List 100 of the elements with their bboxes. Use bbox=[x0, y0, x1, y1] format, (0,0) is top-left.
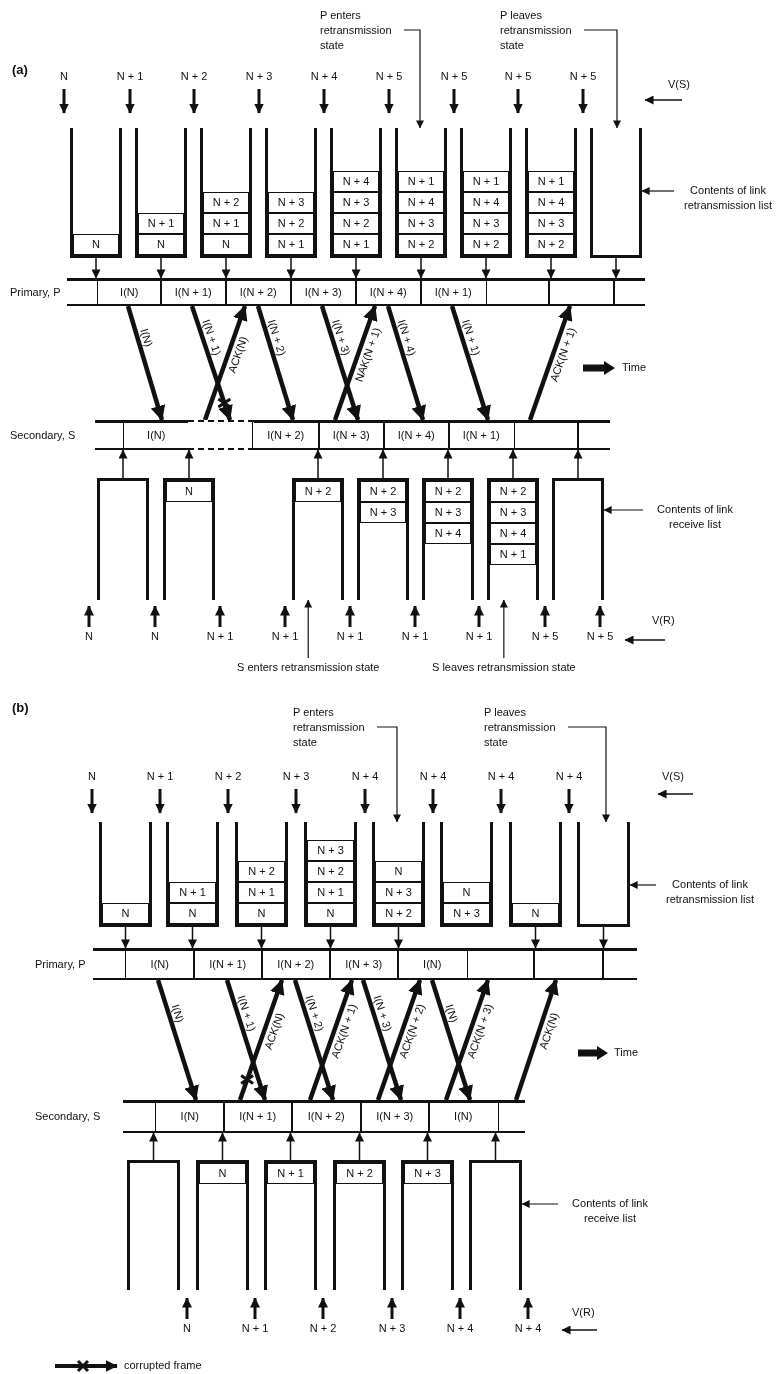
edge-label: I(N + 1) bbox=[200, 317, 224, 357]
edge-label: NAK(N + 1) bbox=[352, 325, 383, 384]
list-entry: N + 2 bbox=[203, 192, 249, 213]
arrow bbox=[527, 305, 573, 421]
list-container bbox=[552, 478, 604, 600]
arrow bbox=[156, 257, 166, 279]
list-entry: N bbox=[169, 903, 216, 924]
arrow bbox=[224, 979, 268, 1101]
list-container bbox=[97, 478, 149, 600]
list-entry: N bbox=[238, 903, 285, 924]
sequence-number: N bbox=[88, 770, 96, 782]
arrow bbox=[188, 926, 197, 949]
list-entry: N + 2 bbox=[336, 1163, 383, 1184]
list-entry: N + 1 bbox=[490, 544, 536, 565]
leader-arrow bbox=[376, 726, 401, 823]
list-entry: N + 1 bbox=[398, 171, 444, 192]
edge-label: ACK(N + 1) bbox=[328, 1002, 359, 1060]
list-container bbox=[304, 822, 357, 927]
list-entry: N + 2 bbox=[333, 213, 379, 234]
edge-label: I(N + 1) bbox=[460, 318, 483, 357]
arrow bbox=[360, 979, 404, 1101]
time-label: Time bbox=[614, 1046, 639, 1058]
list-entry: N + 2 bbox=[375, 903, 422, 924]
list-container bbox=[440, 822, 493, 927]
frame-cell: I(N + 1) bbox=[448, 420, 515, 450]
sequence-number: N + 1 bbox=[146, 770, 174, 782]
list-entry: N + 1 bbox=[333, 234, 379, 255]
list-container bbox=[357, 478, 409, 600]
panel-label: (a) bbox=[12, 62, 28, 77]
leader-arrow bbox=[583, 29, 621, 129]
sequence-number: N + 4 bbox=[487, 770, 515, 782]
list-entry: N + 1 bbox=[307, 882, 354, 903]
arrow bbox=[375, 979, 423, 1101]
sequence-number: N + 3 bbox=[282, 770, 310, 782]
frame-cell: I(N) bbox=[97, 278, 162, 306]
arrow bbox=[423, 1132, 432, 1161]
list-entry: N + 4 bbox=[528, 192, 574, 213]
sequence-number: N + 5 bbox=[504, 70, 532, 82]
timeline-label: Primary, P bbox=[35, 958, 86, 971]
edge-label: I(N + 4) bbox=[395, 318, 419, 357]
frame-cell: I(N) bbox=[397, 948, 468, 980]
arrow bbox=[307, 979, 355, 1101]
leader-arrow bbox=[499, 599, 508, 659]
sequence-number: N + 5 bbox=[586, 630, 614, 642]
frame-cell: I(N) bbox=[155, 1100, 225, 1133]
arrow bbox=[149, 1132, 158, 1161]
list-entry: N + 2 bbox=[490, 481, 536, 502]
edge-label: I(N + 2) bbox=[265, 318, 289, 357]
frame-cell: I(N + 3) bbox=[318, 420, 385, 450]
arrow bbox=[599, 926, 608, 949]
list-entry: N + 3 bbox=[404, 1163, 451, 1184]
arrow bbox=[237, 979, 285, 1101]
list-container bbox=[401, 1160, 454, 1290]
list-container bbox=[590, 128, 642, 258]
arrow bbox=[221, 257, 231, 279]
edge-label: I(N + 3) bbox=[330, 318, 353, 357]
arrow bbox=[292, 979, 336, 1101]
sequence-number: N bbox=[151, 630, 159, 642]
list-container bbox=[330, 128, 382, 258]
annotation-text: P enters retransmission state bbox=[293, 705, 373, 750]
arrow bbox=[189, 305, 233, 421]
list-entry: N + 4 bbox=[425, 523, 471, 544]
arrow bbox=[255, 305, 296, 421]
sequence-number: N + 1 bbox=[271, 630, 299, 642]
list-entry: N + 4 bbox=[398, 192, 444, 213]
sequence-number: N + 3 bbox=[378, 1322, 406, 1334]
list-container bbox=[422, 478, 474, 600]
arrow bbox=[611, 257, 621, 279]
list-entry: N + 1 bbox=[238, 882, 285, 903]
arrow bbox=[91, 257, 101, 279]
list-entry: N + 3 bbox=[360, 502, 406, 523]
edge-label: I(N + 2) bbox=[303, 993, 327, 1033]
frame-cell: I(N + 3) bbox=[290, 278, 357, 306]
sequence-number: N + 1 bbox=[241, 1322, 269, 1334]
sequence-number: N + 5 bbox=[440, 70, 468, 82]
frame-cell: I(N + 2) bbox=[261, 948, 331, 980]
sequence-number: N + 1 bbox=[401, 630, 429, 642]
list-entry: N + 2 bbox=[295, 481, 341, 502]
list-entry: N + 2 bbox=[360, 481, 406, 502]
list-entry: N bbox=[512, 903, 559, 924]
list-entry: N + 1 bbox=[169, 882, 216, 903]
list-entry: N + 3 bbox=[333, 192, 379, 213]
frame-cell: I(N + 4) bbox=[383, 420, 450, 450]
list-container bbox=[163, 478, 215, 600]
annotation-text: Contents of link receive list bbox=[560, 1196, 660, 1226]
arrow bbox=[202, 305, 248, 421]
edge-label: I(N + 1) bbox=[235, 993, 259, 1033]
sequence-number: N + 1 bbox=[465, 630, 493, 642]
frame-cell: I(N) bbox=[428, 1100, 499, 1133]
timeline-label: Secondary, S bbox=[35, 1110, 101, 1123]
list-entry: N bbox=[102, 903, 149, 924]
sequence-number: N + 1 bbox=[116, 70, 144, 82]
sequence-number: N + 5 bbox=[531, 630, 559, 642]
arrow bbox=[443, 979, 491, 1101]
edge-label: ACK(N + 1) bbox=[547, 325, 578, 384]
sequence-number: N bbox=[60, 70, 68, 82]
list-entry: N bbox=[73, 234, 119, 255]
edge-label: ACK(N + 2) bbox=[396, 1002, 427, 1060]
list-entry: N + 2 bbox=[307, 861, 354, 882]
arrow bbox=[378, 449, 388, 479]
